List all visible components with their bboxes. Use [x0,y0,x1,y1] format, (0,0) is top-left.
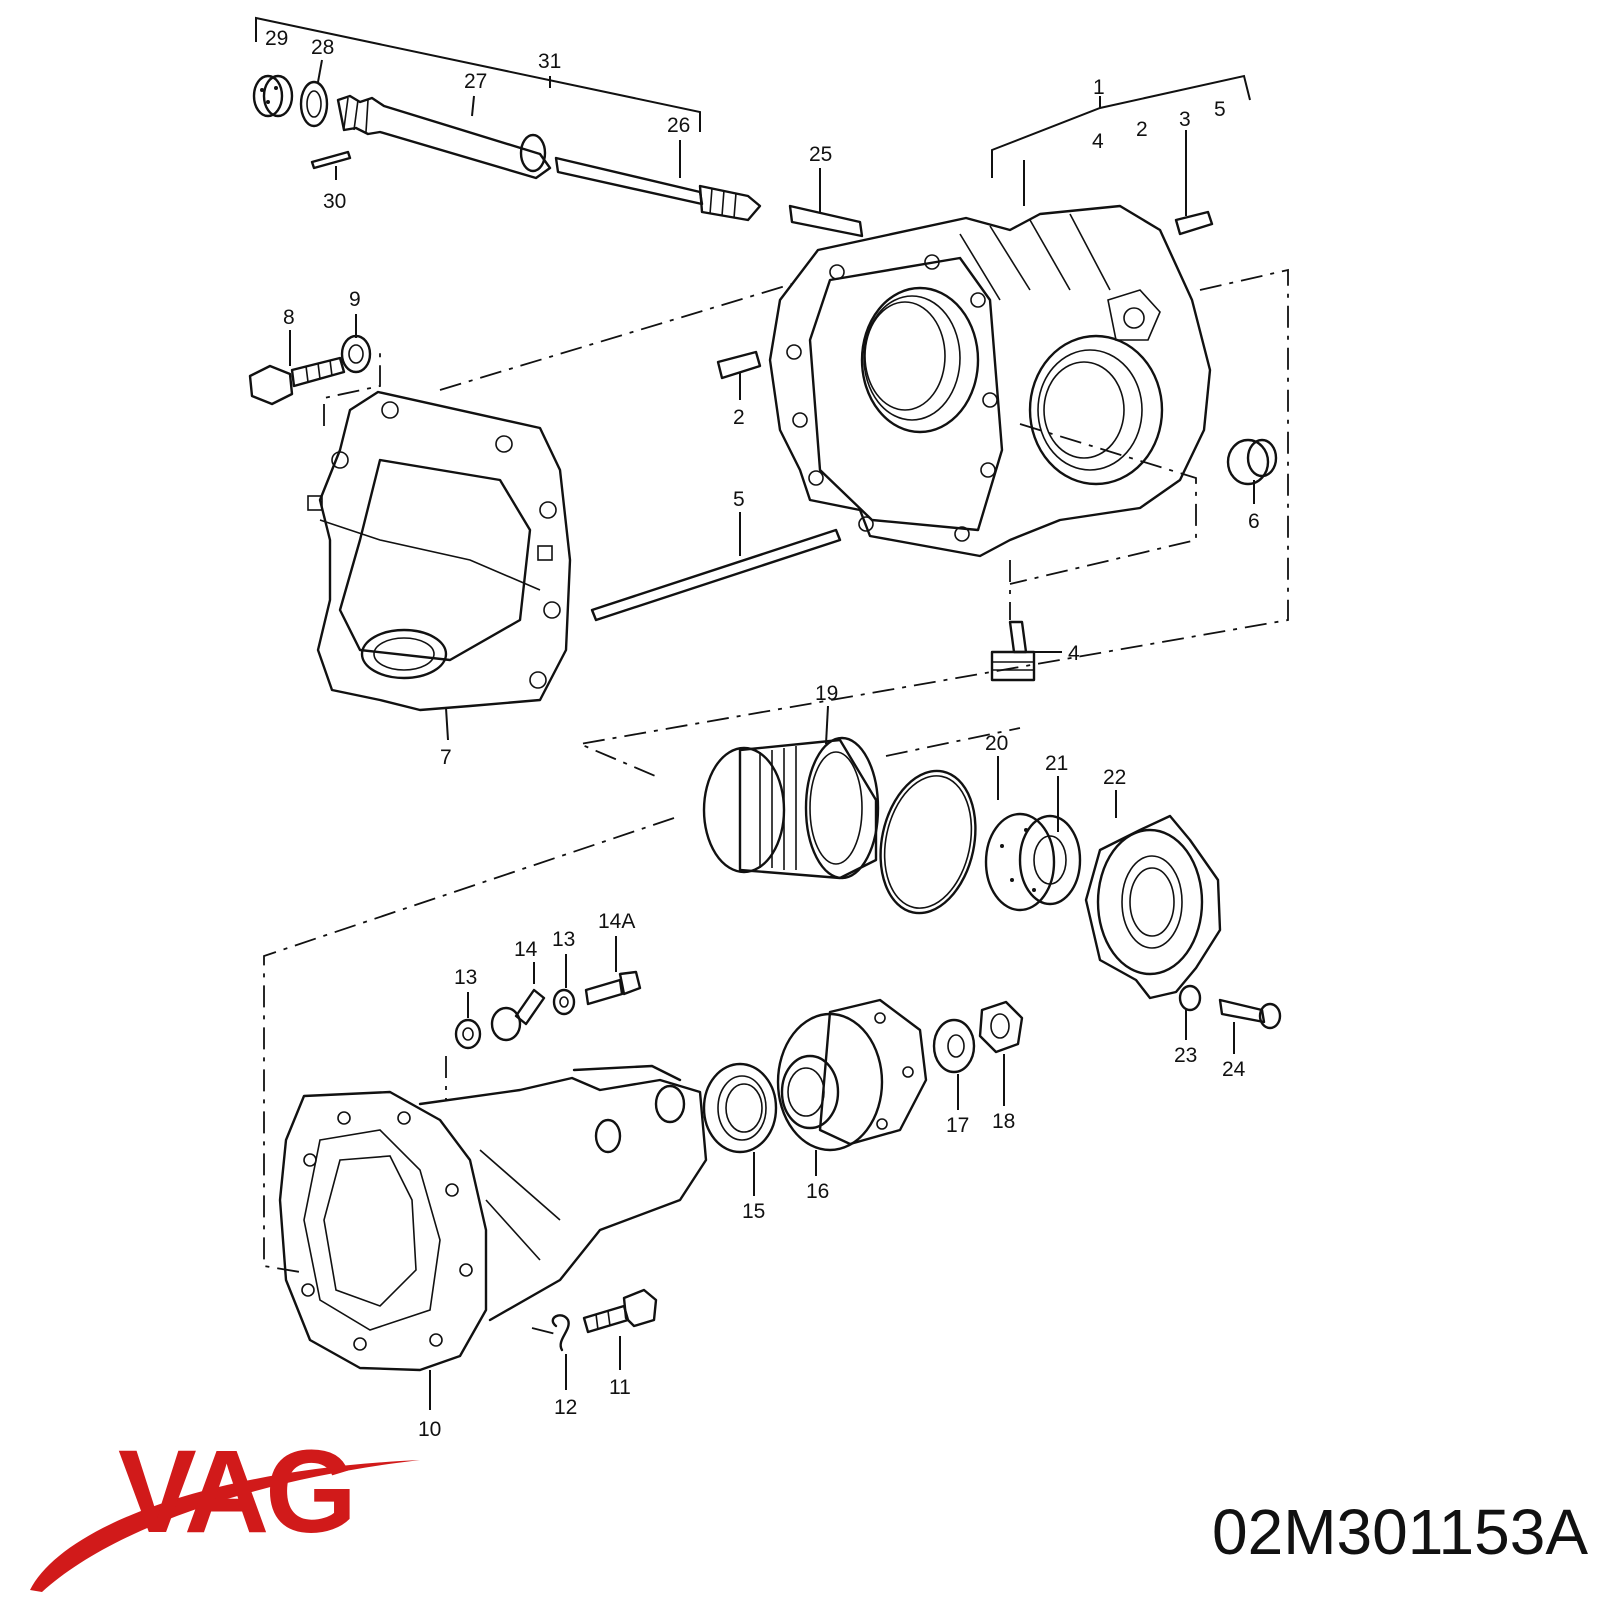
part-3-pin [1174,210,1214,236]
callout-14A: 14A [598,910,635,933]
part-15-seal [702,1062,778,1154]
callout-12: 12 [554,1396,577,1419]
callout-13-left: 13 [454,966,477,989]
part-27-shaft [336,94,552,180]
callout-29: 29 [265,27,288,50]
callout-10: 10 [418,1418,441,1441]
part-8-bolt [248,356,346,406]
callout-25: 25 [809,143,832,166]
callout-31: 31 [538,50,561,73]
part-21-bearing [984,812,1082,912]
callout-15: 15 [742,1200,765,1223]
logo-swoosh [30,1460,420,1592]
part-14A-banjo-bolt [584,970,642,1006]
part-9-washer [340,334,372,374]
callout-22: 22 [1103,766,1126,789]
leader-lines [289,59,1255,1410]
part-13-washer-lower [454,1018,482,1050]
part-10-final-drive-housing [278,1064,708,1372]
callout-2-mid: 2 [733,406,745,429]
callout-20: 20 [985,732,1008,755]
callout-11: 11 [609,1376,631,1399]
part-12-clip [551,1314,570,1352]
callout-14: 14 [514,938,538,961]
part-30-pin [310,150,352,170]
callout-28: 28 [311,36,334,59]
part-26-pinion-shaft [554,156,762,222]
part-2-dowel [716,350,762,380]
part-6-plug [1226,438,1278,486]
callout-13-right: 13 [552,928,575,951]
brand-name: VAG [118,1426,353,1558]
callout-8: 8 [283,306,295,329]
callout-6: 6 [1248,510,1260,533]
callout-30: 30 [323,190,346,213]
part-7-cover-housing [307,390,572,712]
callout-7: 7 [440,746,452,769]
callout-21: 21 [1045,752,1068,775]
part-18-nut [978,1000,1024,1054]
part-23-washer [1178,984,1202,1012]
callout-5-mid: 5 [733,488,745,511]
callout-24: 24 [1222,1058,1246,1081]
part-25-sleeve [788,204,864,238]
part-number: 02M301153A [1212,1496,1588,1568]
part-14-breather [490,988,546,1042]
callout-18: 18 [992,1110,1015,1133]
callout-3: 3 [1179,108,1191,131]
callout-26: 26 [667,114,690,137]
callout-4-mid: 4 [1068,642,1080,665]
callout-2-top: 2 [1136,118,1148,141]
group-bracket-31 [255,16,701,132]
part-19-clutch-drum [702,736,880,880]
callout-23: 23 [1174,1044,1197,1067]
assembly-lines [263,268,1289,1335]
callout-5-top: 5 [1214,98,1226,121]
part-1-gear-housing [768,74,1251,558]
callout-4-top: 4 [1092,130,1104,153]
vag-logo: VAG [30,1426,420,1592]
part-13-washer-upper [552,988,576,1016]
callout-19: 19 [815,682,838,705]
part-22-retaining-plate [1084,814,1222,1000]
callout-9: 9 [349,288,361,311]
part-20-o-ring [879,769,977,915]
part-24-screw [1218,998,1282,1030]
callout-1: 1 [1093,76,1105,99]
callout-labels: 29 28 31 27 26 30 25 1 4 2 3 5 8 9 2 5 6… [265,27,1260,1441]
part-28-ring [299,80,329,128]
callout-16: 16 [806,1180,829,1203]
part-29-bearing [252,74,294,118]
callout-17: 17 [946,1114,969,1137]
part-17-washer [932,1018,976,1074]
part-16-flange [776,998,928,1152]
callout-27: 27 [464,70,487,93]
part-11-bolt [582,1288,658,1334]
part-5-rod [590,528,842,622]
